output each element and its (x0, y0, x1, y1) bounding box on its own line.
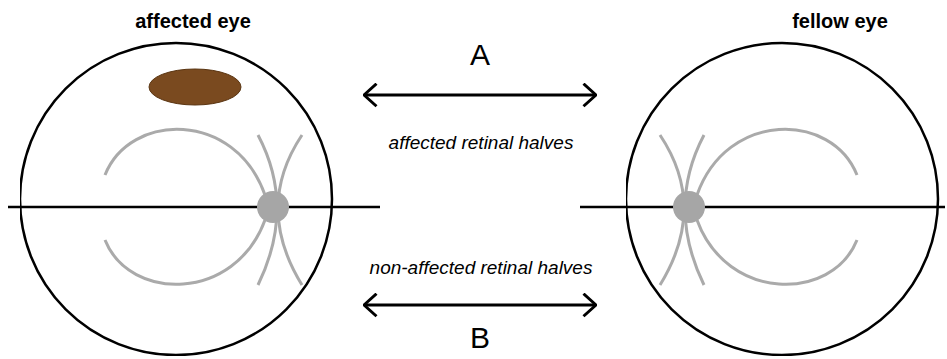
retinal-halves-note: affected retinal halves (389, 132, 574, 154)
eye-outline (20, 4, 334, 356)
optic-disc (257, 191, 289, 223)
horizontal-meridian (580, 206, 945, 209)
optic-disc (673, 191, 705, 223)
eye-title: affected eye (135, 10, 251, 33)
double-arrow (364, 304, 596, 307)
vessel (697, 220, 857, 284)
eye-circle-outline (626, 43, 938, 355)
arrow-letter: B (470, 321, 490, 356)
horizontal-meridian (8, 206, 380, 209)
eye-outline (626, 4, 940, 356)
arrow-letter: A (470, 38, 490, 73)
double-arrow (364, 94, 596, 97)
vessel (697, 129, 857, 195)
lesion (149, 69, 241, 105)
vessel (105, 129, 265, 195)
eye-circle: fellow eye (626, 4, 940, 356)
retinal-halves-note: non-affected retinal halves (370, 257, 593, 279)
eye-circle-outline (20, 43, 332, 355)
eye-circle: affected eye (20, 4, 334, 356)
eye-title: fellow eye (792, 10, 888, 33)
vessel (105, 220, 265, 284)
